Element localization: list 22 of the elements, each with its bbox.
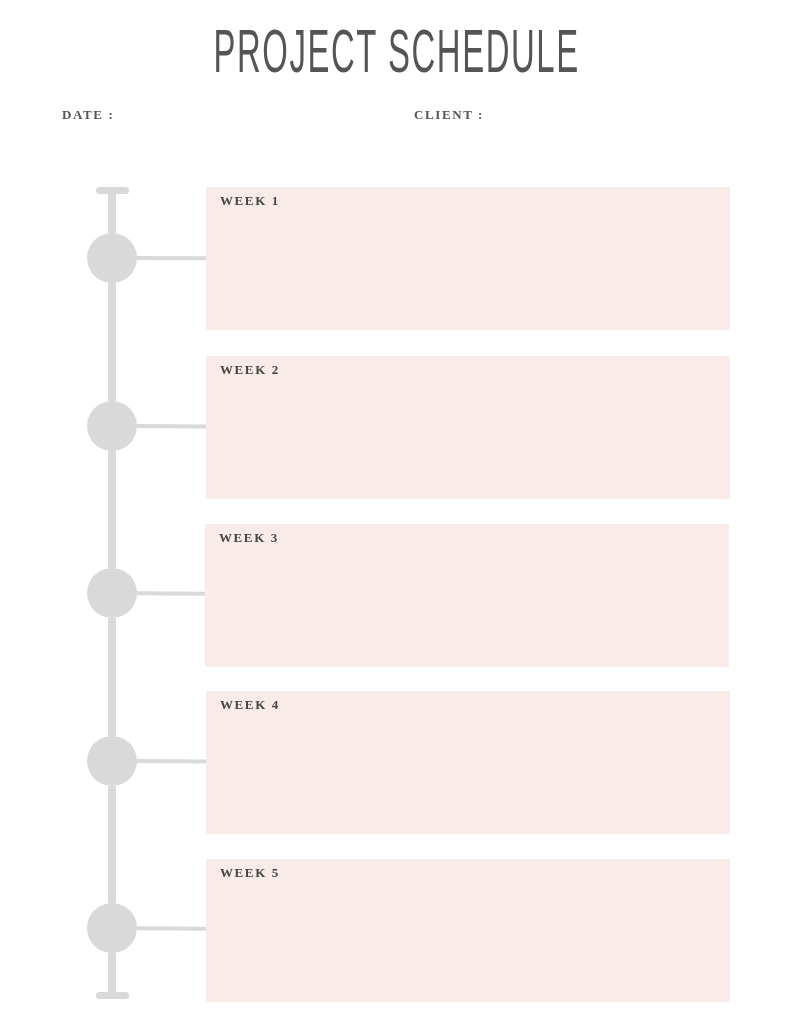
timeline-rail	[108, 618, 116, 736]
form-field-label: CLIENT :	[414, 107, 484, 123]
week-panel	[206, 859, 730, 1002]
connector-line	[137, 591, 205, 596]
week-heading: WEEK 5	[220, 865, 280, 881]
connector-line	[137, 256, 206, 261]
connector-line	[137, 759, 206, 764]
week-heading: WEEK 3	[219, 530, 279, 546]
timeline-rail	[108, 786, 116, 903]
page-title: PROJECT SCHEDULE	[213, 20, 581, 82]
form-field-label: DATE :	[62, 107, 115, 123]
timeline-rail	[108, 451, 116, 568]
week-panel	[206, 356, 730, 499]
week-heading: WEEK 4	[220, 697, 280, 713]
connector-line	[137, 926, 206, 931]
connector-line	[137, 424, 206, 429]
week-heading: WEEK 1	[220, 193, 280, 209]
week-panel	[206, 187, 730, 330]
timeline-rail	[108, 283, 116, 401]
week-heading: WEEK 2	[220, 362, 280, 378]
week-panel	[205, 524, 729, 667]
week-panel	[206, 691, 730, 834]
